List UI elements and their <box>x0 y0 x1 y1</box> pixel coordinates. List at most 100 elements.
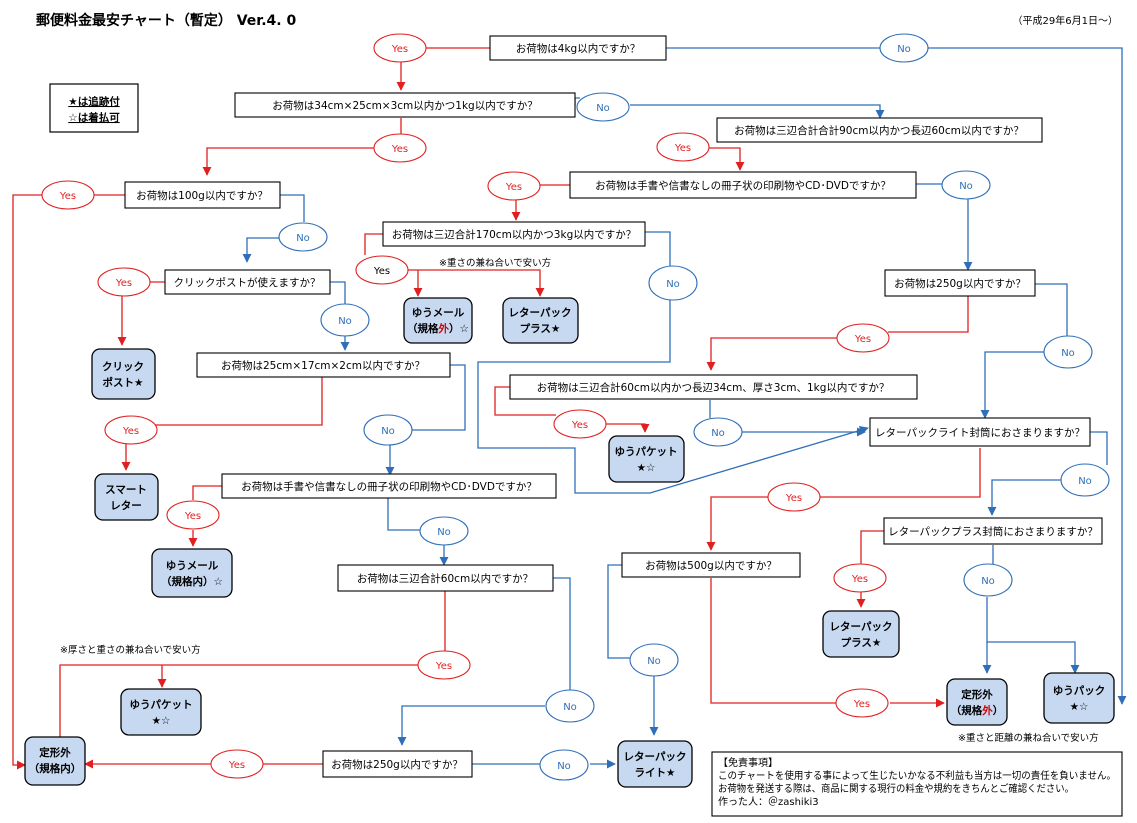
svg-text:ゆうメール: ゆうメール <box>412 307 465 319</box>
svg-text:ライト★: ライト★ <box>635 767 676 779</box>
no-label: No <box>897 44 911 55</box>
result-teikeigai-nonstandard: 定形外 （規格外） <box>951 688 1004 717</box>
yes-label: Yes <box>373 266 390 277</box>
legend-cod: ☆は着払可 <box>68 111 120 124</box>
svg-text:（規格内）: （規格内） <box>29 762 82 775</box>
yes-label: Yes <box>122 426 139 437</box>
result-yupacket-1: ゆうパケット ★☆ <box>615 446 678 474</box>
svg-text:レターパック: レターパック <box>830 621 893 633</box>
disclaimer-line1: このチャートを使用する事によって生じたいかなる不利益も当方は一切の責任を負いませ… <box>718 769 1116 782</box>
question-letterpack-light-fit: レターパックライト封筒におさまりますか？ <box>875 426 1085 439</box>
no-label: No <box>666 279 680 290</box>
legend-tracking: ★は追跡付 <box>68 95 120 108</box>
effective-date: （平成29年6月1日～） <box>1013 14 1118 27</box>
yes-label: Yes <box>391 144 408 155</box>
result-yupack: ゆうパック ★☆ <box>1053 685 1106 713</box>
yes-label: Yes <box>571 420 588 431</box>
no-labels: No No No No No No No No No No No No No N… <box>296 44 1092 772</box>
no-ovals <box>278 33 1110 781</box>
yes-label: Yes <box>853 699 870 710</box>
no-label: No <box>711 428 725 439</box>
yes-label: Yes <box>851 574 868 585</box>
no-label: No <box>1078 476 1092 487</box>
question-60cm-34cm-3cm-1kg: お荷物は三辺合計60cm以内かつ長辺34cm、厚さ3cm、1kg以内ですか？ <box>537 381 890 394</box>
result-labels: ゆうメール （規格外）☆ レターパック プラス★ クリック ポスト★ スマート … <box>29 307 1106 779</box>
result-letterpack-plus-2: レターパック プラス★ <box>830 621 893 649</box>
result-letterpack-plus-1: レターパック プラス★ <box>509 307 572 335</box>
disclaimer-author: 作った人：＠zashiki3 <box>718 796 819 808</box>
question-under-250g-2: お荷物は250g以内ですか？ <box>331 758 463 771</box>
result-clickpost: クリック ポスト★ <box>102 361 144 389</box>
question-boxes <box>124 35 1103 778</box>
question-letterpack-plus-fit: レターパックプラス封筒におさまりますか？ <box>888 525 1098 538</box>
result-yumail-standard: ゆうメール （規格内）☆ <box>161 560 223 588</box>
svg-text:ゆうメール: ゆうメール <box>166 560 219 572</box>
question-under-250g-1: お荷物は250g以内ですか？ <box>894 277 1026 290</box>
svg-text:プラス★: プラス★ <box>520 322 561 335</box>
no-label: No <box>437 527 451 538</box>
no-connectors <box>242 47 1127 769</box>
no-label: No <box>563 702 577 713</box>
yes-label: Yes <box>184 511 201 522</box>
svg-text:★☆: ★☆ <box>1070 701 1089 713</box>
result-yumail-nonstandard: ゆうメール （規格外）☆ <box>407 307 469 335</box>
svg-text:プラス★: プラス★ <box>841 636 882 649</box>
result-teikeigai-nonstandard-line2: （規格外） <box>951 704 1004 717</box>
result-yupacket-2: ゆうパケット ★☆ <box>130 699 193 727</box>
no-label: No <box>596 103 610 114</box>
svg-text:定形外: 定形外 <box>38 746 71 759</box>
yes-label: Yes <box>391 44 408 55</box>
question-printed-matter-2: お荷物は手書や信書なしの冊子状の印刷物やCD･DVDですか？ <box>241 480 537 493</box>
svg-text:定形外: 定形外 <box>960 688 993 701</box>
note-weight-distance: ※重さと距離の兼ね合いで安い方 <box>958 732 1099 744</box>
disclaimer-line2: お荷物を発送する際は、商品に関する現行の料金や規約をきちんとご確認ください。 <box>718 782 1074 795</box>
result-smartletter: スマート レター <box>105 484 147 512</box>
result-boxes <box>24 297 1115 788</box>
svg-text:★☆: ★☆ <box>637 462 656 474</box>
question-170cm-3kg: お荷物は三辺合計170cm以内かつ3kg以内ですか？ <box>392 228 636 241</box>
no-label: No <box>981 576 995 587</box>
svg-text:スマート: スマート <box>105 484 147 496</box>
no-label: No <box>557 761 571 772</box>
question-under-100g: お荷物は100g以内ですか？ <box>136 189 268 202</box>
svg-text:ゆうパケット: ゆうパケット <box>130 699 193 711</box>
no-label: No <box>296 233 310 244</box>
no-label: No <box>338 316 352 327</box>
no-label: No <box>381 426 395 437</box>
yes-label: Yes <box>785 493 802 504</box>
note-weight: ※重さの兼ね合いで安い方 <box>439 257 551 269</box>
question-clickpost: クリックポストが使えますか？ <box>174 276 321 289</box>
question-under-4kg: お荷物は4kg以内ですか？ <box>516 42 640 55</box>
svg-text:クリック: クリック <box>102 361 144 373</box>
no-label: No <box>959 181 973 192</box>
question-34x25x3-1kg: お荷物は34cm×25cm×3cm以内かつ1kg以内ですか？ <box>272 99 537 112</box>
yes-label: Yes <box>674 143 691 154</box>
svg-text:ポスト★: ポスト★ <box>103 376 144 389</box>
yes-labels: Yes Yes Yes Yes Yes Yes Yes Yes Yes Yes … <box>59 44 871 771</box>
yes-ovals <box>41 33 890 779</box>
disclaimer-heading: 【免責事項】 <box>718 756 778 769</box>
svg-text:★☆: ★☆ <box>152 715 171 727</box>
svg-text:ゆうパック: ゆうパック <box>1053 685 1106 697</box>
yes-label: Yes <box>59 191 76 202</box>
question-under-500g: お荷物は500g以内ですか？ <box>645 559 777 572</box>
question-90cm-60cm: お荷物は三辺合計合計90cm以内かつ長辺60cm以内ですか？ <box>734 124 1024 137</box>
yes-label: Yes <box>115 278 132 289</box>
yes-label: Yes <box>854 334 871 345</box>
yes-connectors <box>12 47 981 770</box>
disclaimer-box: 【免責事項】 このチャートを使用する事によって生じたいかなる不利益も当方は一切の… <box>711 751 1123 817</box>
svg-text:レターパック: レターパック <box>624 751 687 763</box>
result-teikeigai-standard: 定形外 （規格内） <box>29 746 82 775</box>
question-25x17x2: お荷物は25cm×17cm×2cm以内ですか？ <box>221 359 425 372</box>
yes-label: Yes <box>505 182 522 193</box>
result-letterpack-light: レターパック ライト★ <box>624 751 687 779</box>
result-yumail-nonstandard-line2: （規格外）☆ <box>407 322 469 335</box>
yes-label: Yes <box>435 661 452 672</box>
question-printed-matter-1: お荷物は手書や信書なしの冊子状の印刷物やCD･DVDですか？ <box>595 179 891 192</box>
note-thickness-weight: ※厚さと重さの兼ね合いで安い方 <box>60 644 201 656</box>
question-60cm: お荷物は三辺合計60cm以内ですか？ <box>357 572 533 585</box>
yes-label: Yes <box>228 760 245 771</box>
svg-text:（規格内）☆: （規格内）☆ <box>161 575 223 588</box>
svg-text:レターパック: レターパック <box>509 307 572 319</box>
